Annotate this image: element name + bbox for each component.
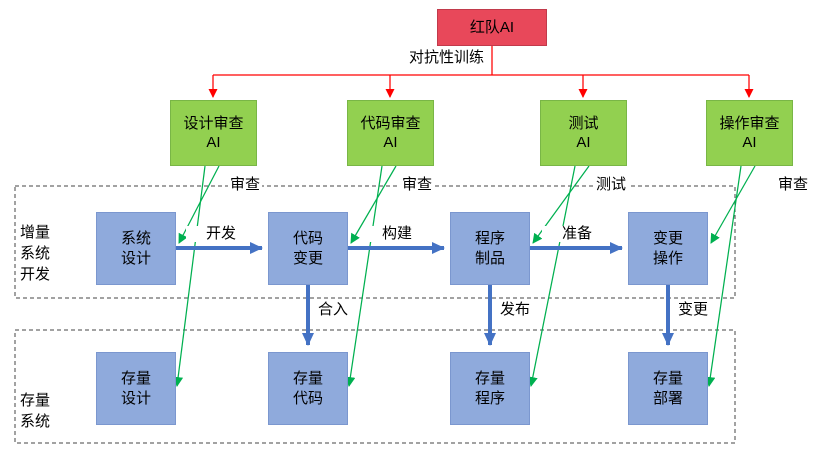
node-stock-deployment: 存量 部署 [628, 352, 708, 425]
edge-label-release: 发布 [498, 301, 533, 318]
node-system-design: 系统 设计 [96, 212, 176, 285]
edge-label-build: 构建 [362, 226, 432, 242]
edge-label-review-design: 审查 [228, 176, 263, 193]
node-program-artifact: 程序 制品 [450, 212, 530, 285]
edge-label-review-code: 审查 [400, 176, 435, 193]
edge-label-prepare: 准备 [542, 226, 612, 242]
node-test-ai: 测试 AI [540, 100, 627, 166]
stock-region-border [14, 329, 736, 444]
edge-label-adversarial-training: 对抗性训练 [386, 50, 486, 66]
node-operation-review-ai: 操作审查 AI [706, 100, 793, 166]
node-design-review-ai: 设计审查 AI [170, 100, 257, 166]
region-label-stock: 存量 系统 [20, 392, 51, 430]
region-label-incremental: 增量 系统 开发 [20, 224, 51, 283]
node-stock-code: 存量 代码 [268, 352, 348, 425]
node-stock-program: 存量 程序 [450, 352, 530, 425]
edge-label-review-operation: 审查 [776, 176, 811, 193]
incremental-region-border [14, 185, 736, 299]
edge-label-develop: 开发 [186, 226, 256, 242]
blue-flow-arrows [176, 242, 674, 346]
node-change-operation: 变更 操作 [628, 212, 708, 285]
edge-label-test: 测试 [594, 176, 629, 193]
region-borders [14, 185, 736, 444]
edge-label-change: 变更 [676, 301, 711, 318]
node-red-team-ai: 红队AI [437, 9, 547, 46]
node-code-review-ai: 代码审查 AI [347, 100, 434, 166]
node-stock-design: 存量 设计 [96, 352, 176, 425]
red-adversarial-connectors [208, 46, 754, 98]
edge-label-merge: 合入 [316, 301, 351, 318]
green-review-arrows [173, 165, 756, 387]
node-code-change: 代码 变更 [268, 212, 348, 285]
